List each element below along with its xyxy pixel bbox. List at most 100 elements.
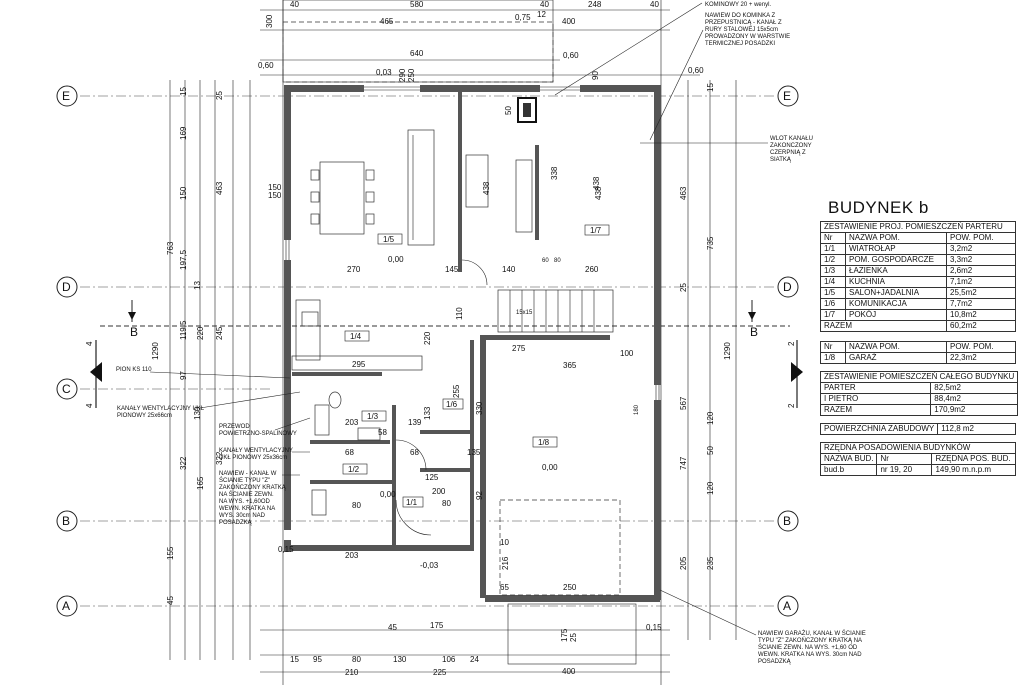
svg-text:735: 735 <box>706 236 715 250</box>
svg-text:139: 139 <box>408 418 422 427</box>
axis-bubble-C-left: C <box>56 378 78 400</box>
svg-text:275: 275 <box>512 344 526 353</box>
footprint-value: 112,8 m2 <box>937 423 1016 435</box>
table-cell: 22,3m2 <box>946 352 1016 364</box>
svg-text:120: 120 <box>706 481 715 495</box>
svg-text:150: 150 <box>268 191 282 200</box>
table-cell: 1/5 <box>820 287 846 299</box>
table-cell: 170,9m2 <box>930 404 1019 416</box>
svg-text:2: 2 <box>787 341 796 346</box>
axis-bubble-D-right: D <box>777 276 799 298</box>
table-cell: 10,8m2 <box>946 309 1016 321</box>
svg-text:463: 463 <box>679 186 688 200</box>
room-label-1-6: 1/6 <box>446 400 458 409</box>
svg-text:200: 200 <box>432 487 446 496</box>
svg-text:130: 130 <box>393 655 407 664</box>
table-cell: bud.b <box>819 464 878 476</box>
svg-text:250: 250 <box>563 583 577 592</box>
svg-text:58: 58 <box>378 428 387 437</box>
room-labels: 1/5 1/7 1/4 1/3 1/6 1/8 1/2 1/1 <box>342 224 610 508</box>
svg-text:747: 747 <box>679 456 688 470</box>
svg-text:4: 4 <box>85 403 94 408</box>
axis-bubble-D-left: D <box>56 276 78 298</box>
svg-text:B: B <box>130 325 138 339</box>
annotations: KOMINOWY 20 + wenyl. NAWIEW DO KOMINKA Z… <box>116 2 866 665</box>
svg-text:40: 40 <box>650 0 659 9</box>
svg-text:1290: 1290 <box>151 342 160 360</box>
svg-text:10: 10 <box>500 538 509 547</box>
svg-text:175: 175 <box>430 621 444 630</box>
building-summary-caption: ZESTAWIENIE POMIESZCZEŃ CAŁEGO BUDYNKU <box>819 371 1019 383</box>
svg-text:KOMINOWY 20 + wenyl.: KOMINOWY 20 + wenyl. <box>705 2 771 8</box>
svg-text:245: 245 <box>215 326 224 340</box>
bottom-dimensions: 0,15 45 175 15 95 80 130 106 24 210 225 … <box>278 545 662 677</box>
svg-text:295: 295 <box>352 360 366 369</box>
svg-text:25: 25 <box>679 283 688 292</box>
svg-text:580: 580 <box>410 0 424 9</box>
svg-text:135: 135 <box>467 448 481 457</box>
garage-table: Nr NAZWA POM. POW. POM. 1/8 GARAŻ 22,3m2 <box>820 341 1016 364</box>
svg-text:120: 120 <box>706 411 715 425</box>
svg-text:169: 169 <box>179 126 188 140</box>
building-title: BUDYNEK b <box>828 198 929 217</box>
svg-text:-0,03: -0,03 <box>420 561 439 570</box>
table-cell: KOMUNIKACJA <box>845 298 947 310</box>
section-mark-B-right: B <box>748 300 758 339</box>
room-label-1-3: 1/3 <box>367 412 379 421</box>
svg-text:E: E <box>783 89 791 103</box>
table-header: NAZWA POM. <box>845 341 947 353</box>
section-mark-C-right: 2 2 <box>787 340 803 408</box>
footprint-label: POWIERZCHNIA ZABUDOWY <box>819 423 939 435</box>
svg-text:150: 150 <box>268 183 282 192</box>
table-header: NAZWA POM. <box>845 232 947 244</box>
svg-text:106: 106 <box>442 655 456 664</box>
table-header: POW. POM. <box>946 341 1016 353</box>
svg-text:150: 150 <box>179 186 188 200</box>
svg-text:68: 68 <box>345 448 354 457</box>
svg-text:255: 255 <box>452 384 461 398</box>
svg-text:92: 92 <box>475 491 484 500</box>
svg-text:25: 25 <box>215 91 224 100</box>
table-header: Nr <box>876 453 933 465</box>
table-cell: POM. GOSPODARCZE <box>845 254 947 266</box>
table-cell: 3,2m2 <box>946 243 1016 255</box>
table-header: POW. POM. <box>946 232 1016 244</box>
svg-text:216: 216 <box>501 556 510 570</box>
table-cell: 2,6m2 <box>946 265 1016 277</box>
svg-text:400: 400 <box>562 667 576 676</box>
svg-text:15x15: 15x15 <box>516 310 533 316</box>
svg-text:338: 338 <box>550 166 559 180</box>
svg-text:0,00: 0,00 <box>388 255 404 264</box>
svg-text:25: 25 <box>569 633 578 642</box>
svg-text:D: D <box>62 280 71 294</box>
axis-bubble-E-right: E <box>777 85 799 107</box>
svg-text:97: 97 <box>179 371 188 380</box>
svg-text:640: 640 <box>410 49 424 58</box>
svg-text:197,5: 197,5 <box>179 249 188 270</box>
svg-text:250: 250 <box>407 68 416 82</box>
table-cell: 1/1 <box>820 243 846 255</box>
total-label: RAZEM <box>820 320 947 332</box>
svg-text:322: 322 <box>179 456 188 470</box>
svg-text:0,60: 0,60 <box>688 66 704 75</box>
svg-text:15: 15 <box>706 83 715 92</box>
svg-text:65: 65 <box>500 583 509 592</box>
svg-text:B: B <box>750 325 758 339</box>
table-header: Nr <box>820 341 846 353</box>
svg-text:763: 763 <box>166 241 175 255</box>
room-schedule-panel: BUDYNEK b ZESTAWIENIE PROJ. POMIESZCZEŃ … <box>819 196 1020 485</box>
svg-text:438: 438 <box>594 186 603 200</box>
svg-text:80: 80 <box>442 499 451 508</box>
svg-text:95: 95 <box>313 655 322 664</box>
grid-axes <box>80 0 790 685</box>
svg-text:0,03: 0,03 <box>376 68 392 77</box>
svg-text:100: 100 <box>620 349 634 358</box>
room-label-1-5: 1/5 <box>383 235 395 244</box>
svg-text:15: 15 <box>179 87 188 96</box>
